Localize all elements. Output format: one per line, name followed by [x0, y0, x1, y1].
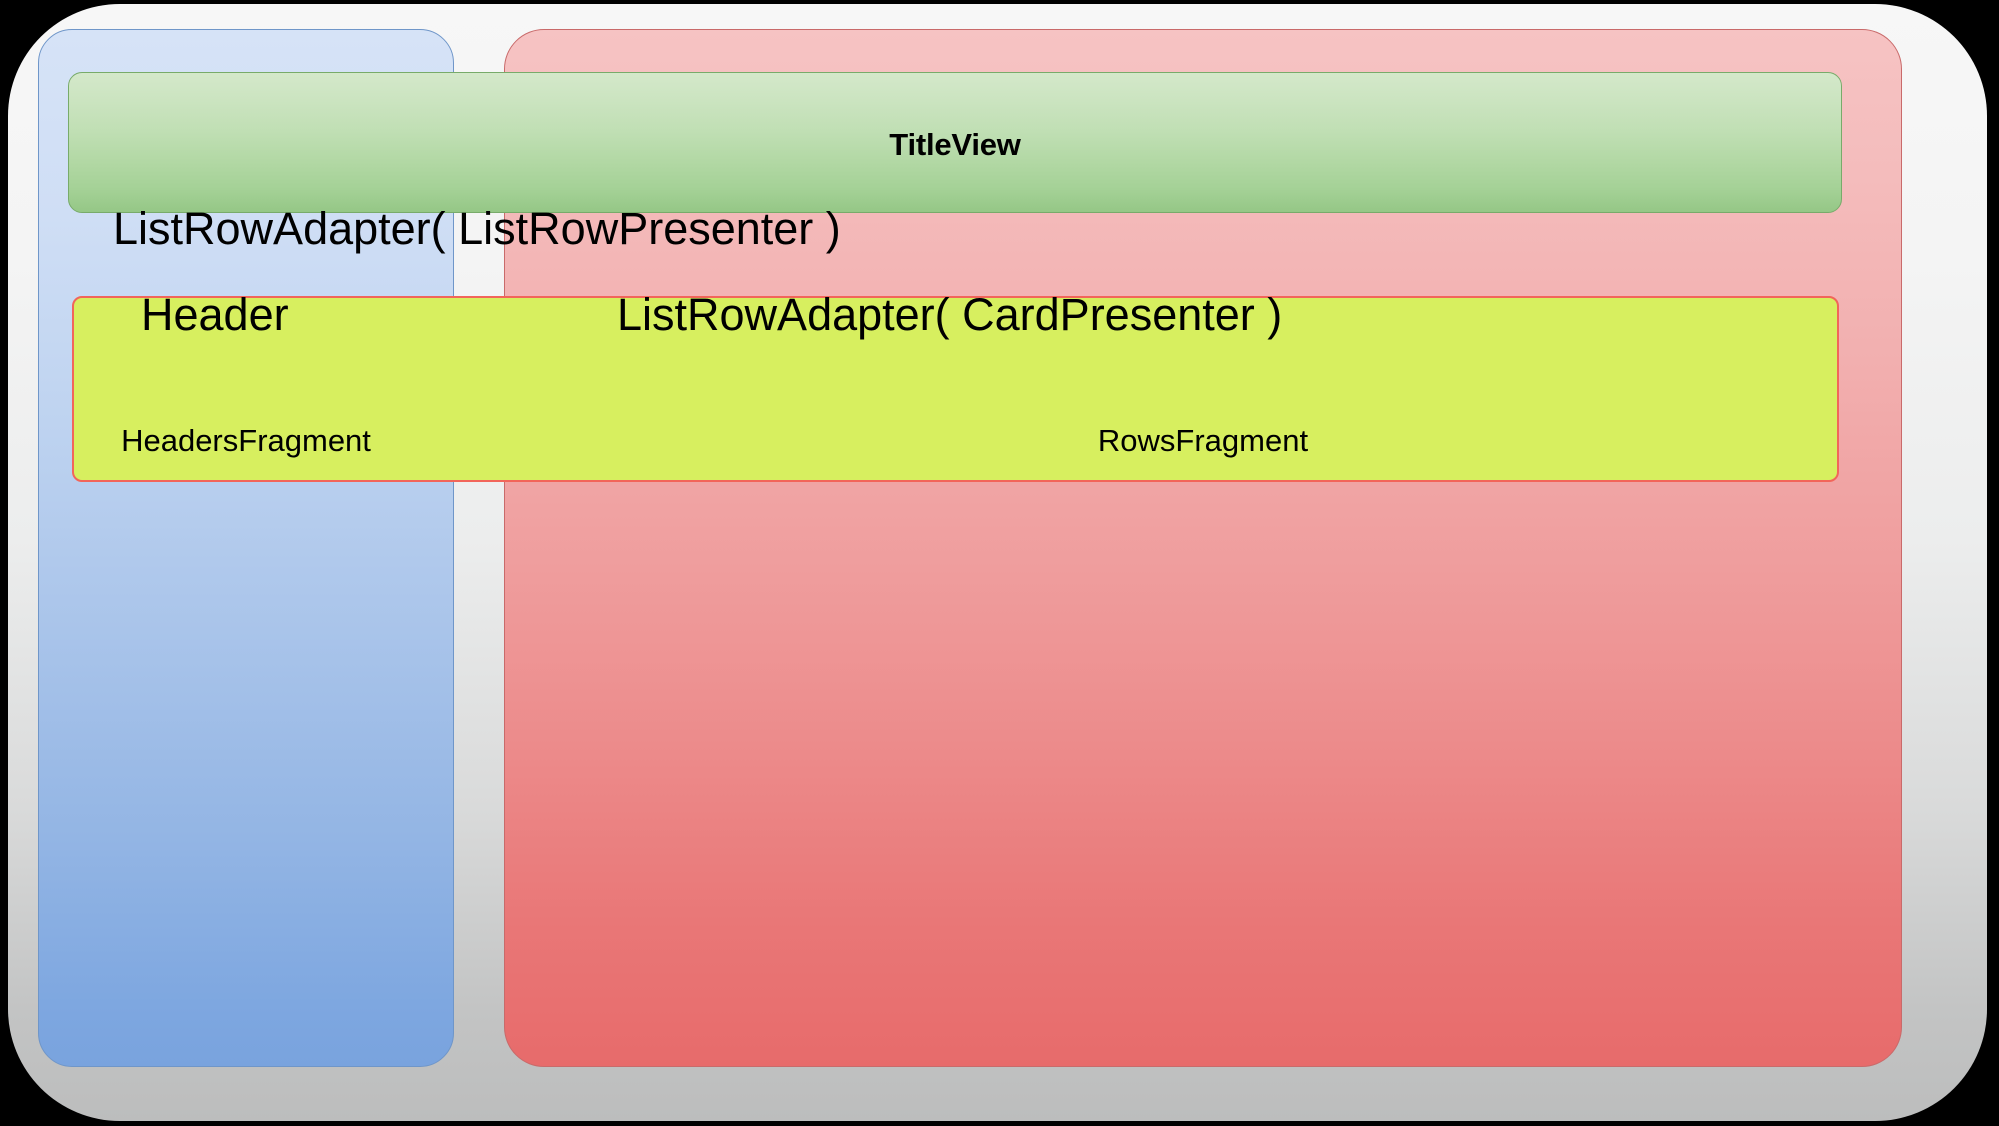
title-view-bar[interactable]: TitleView [68, 72, 1842, 213]
list-row-adapter-box[interactable] [72, 296, 1839, 482]
header-label: Header [141, 289, 289, 340]
headers-fragment-label: HeadersFragment [121, 423, 371, 458]
list-row-adapter-card-presenter-label: ListRowAdapter( CardPresenter ) [617, 289, 1283, 340]
title-view-label: TitleView [889, 127, 1021, 162]
list-row-adapter-list-row-presenter-label: ListRowAdapter( ListRowPresenter ) [113, 203, 841, 254]
rows-fragment-label: RowsFragment [1097, 423, 1309, 458]
